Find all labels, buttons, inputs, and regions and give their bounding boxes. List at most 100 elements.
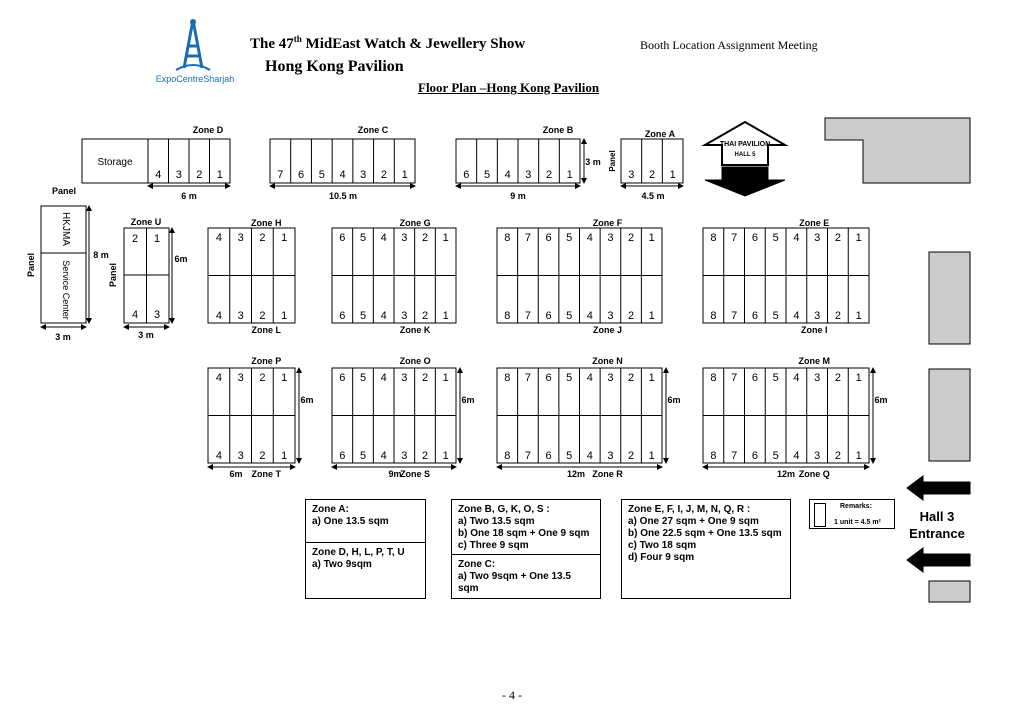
booth-number: 5: [484, 169, 490, 181]
booth-number: 4: [793, 310, 799, 322]
booth-number: 1: [856, 450, 862, 462]
booth-number: 5: [360, 310, 366, 322]
zone-label: Zone O: [400, 356, 431, 366]
zone-label: Zone M: [798, 356, 830, 366]
zone-c-option: a) Two 9sqm + One 13.5: [458, 571, 571, 582]
thai-pavilion-label: THAI PAVILION: [720, 141, 770, 148]
zone-b-option: a) Two 13.5 sqm: [458, 516, 535, 527]
booth-number: 2: [835, 372, 841, 384]
booth-number: 2: [546, 169, 552, 181]
booth-number: 7: [525, 450, 531, 462]
booth-number: 8: [504, 232, 510, 244]
wall-block: [928, 368, 971, 462]
booth-number: 2: [259, 372, 265, 384]
booth-number: 3: [154, 309, 160, 321]
booth-number: 3: [607, 450, 613, 462]
remarks-title: Remarks:: [840, 503, 872, 510]
zone-label: Zone B: [543, 125, 574, 135]
wall-block: [928, 251, 971, 345]
dimension-label: 4.5 m: [641, 191, 664, 201]
booth-number: 8: [504, 372, 510, 384]
booth-number: 7: [731, 232, 737, 244]
zone-b-title: Zone B, G, K, O, S :: [458, 504, 550, 515]
zone-label: Zone Q: [799, 469, 830, 479]
booth-number: 2: [259, 310, 265, 322]
booth-number: 4: [216, 372, 222, 384]
booth-number: 3: [814, 232, 820, 244]
zone-label: Zone D: [193, 125, 224, 135]
zone-c-option: sqm: [458, 583, 479, 594]
zone-label: Zone J: [593, 325, 622, 335]
zone-e-option: a) One 27 sqm + One 9 sqm: [628, 516, 759, 527]
booth-number: 1: [402, 169, 408, 181]
wall-block: [928, 580, 971, 603]
booth-number: 6: [546, 450, 552, 462]
booth-number: 7: [277, 169, 283, 181]
pavilion-title: Hong Kong Pavilion: [265, 58, 404, 75]
booth-number: 8: [504, 310, 510, 322]
booth-number: 3: [238, 372, 244, 384]
booth-number: 1: [281, 450, 287, 462]
zone-label: Zone R: [592, 469, 623, 479]
booth-number: 4: [587, 310, 593, 322]
zone-e-option: d) Four 9 sqm: [628, 552, 695, 563]
dimension-label: 6m: [174, 254, 187, 264]
panel-label: Panel: [52, 186, 76, 196]
zone-label: Zone C: [358, 125, 389, 135]
booth-number: 3: [238, 232, 244, 244]
booth-number: 7: [525, 310, 531, 322]
booth-number: 3: [238, 310, 244, 322]
booth-number: 2: [628, 450, 634, 462]
booth-number: 8: [710, 232, 716, 244]
booth-number: 4: [339, 169, 345, 181]
zone-label: Zone A: [645, 129, 676, 139]
zone-b-option: b) One 18 sqm + One 9 sqm: [458, 528, 590, 539]
unit-symbol: [814, 503, 826, 527]
booth-number: 4: [381, 372, 387, 384]
booth-number: 2: [422, 372, 428, 384]
booth-number: 7: [731, 372, 737, 384]
booth-number: 3: [176, 169, 182, 181]
booth-number: 5: [773, 310, 779, 322]
booth-number: 6: [546, 372, 552, 384]
logo-text: ExpoCentreSharjah: [155, 74, 235, 84]
booth-number: 3: [401, 450, 407, 462]
booth-number: 4: [505, 169, 511, 181]
dimension-label: 6m: [874, 395, 887, 405]
booth-number: 7: [525, 372, 531, 384]
booth-number: 2: [381, 169, 387, 181]
zone-label: Zone K: [400, 325, 431, 335]
booth-number: 1: [443, 310, 449, 322]
zone-label: Zone U: [131, 217, 162, 227]
zone-e-option: b) One 22.5 sqm + One 13.5 sqm: [628, 528, 782, 539]
dimension-label: 9m: [388, 469, 401, 479]
service-center-label: Service Center: [61, 260, 71, 320]
booth-number: 2: [259, 232, 265, 244]
booth-number: 4: [216, 232, 222, 244]
info-box-zone-a-d: Zone A: a) One 13.5 sqm Zone D, H, L, P,…: [305, 499, 426, 599]
zone-d-title: Zone D, H, L, P, T, U: [312, 547, 405, 558]
booth-number: 2: [835, 450, 841, 462]
booth-number: 3: [238, 450, 244, 462]
booth-number: 5: [360, 450, 366, 462]
dimension-label: 12m: [777, 469, 795, 479]
dimension-label: 6m: [667, 395, 680, 405]
booth-number: 4: [793, 372, 799, 384]
zone-label: Zone G: [400, 218, 431, 228]
booth-number: 3: [525, 169, 531, 181]
dimension-label: 6m: [229, 469, 242, 479]
remarks-box: Remarks: 1 unit = 4.5 m²: [809, 499, 895, 529]
booth-number: 2: [422, 450, 428, 462]
zone-label: Zone L: [252, 325, 282, 335]
dimension-label: 6m: [461, 395, 474, 405]
zone-label: Zone E: [799, 218, 829, 228]
zone-b-option: c) Three 9 sqm: [458, 540, 529, 551]
booth-number: 2: [649, 169, 655, 181]
booth-number: 4: [381, 232, 387, 244]
expo-centre-logo: [158, 18, 228, 88]
zone-e-title: Zone E, F, I, J, M, N, Q, R :: [628, 504, 751, 515]
booth-number: 2: [835, 232, 841, 244]
storage-label: Storage: [97, 157, 132, 168]
booth-number: 8: [710, 310, 716, 322]
